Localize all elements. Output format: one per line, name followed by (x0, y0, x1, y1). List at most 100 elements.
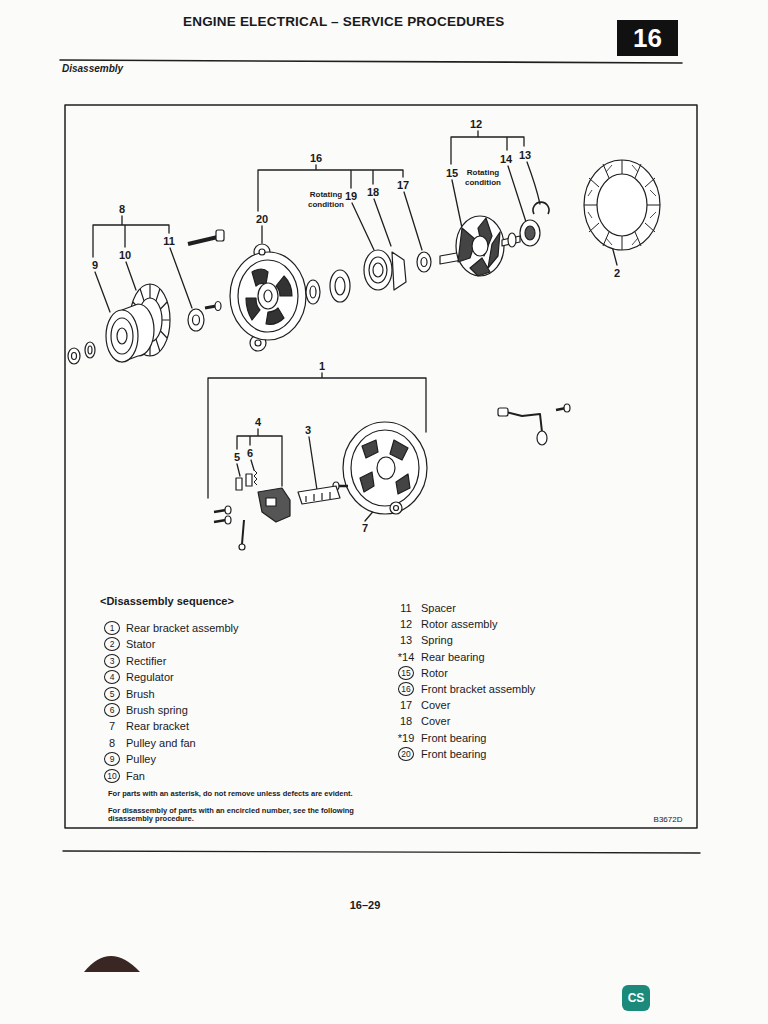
spacer (188, 309, 204, 331)
screw (205, 306, 216, 308)
rectifier (298, 486, 340, 504)
callout-number: 5 (234, 451, 240, 464)
screw (214, 510, 226, 522)
rear-bracket (343, 422, 427, 514)
callout-number: 19 (345, 190, 357, 203)
sequence-number: 10 (104, 769, 120, 783)
group-bracket (258, 165, 403, 211)
terminal (239, 544, 245, 550)
part-name: Front bracket assembly (421, 683, 535, 696)
nut (68, 348, 80, 364)
callout-number: 17 (397, 179, 409, 192)
section-tab: 16 (617, 20, 678, 56)
callout-number: 9 (92, 259, 98, 272)
cover (392, 252, 406, 290)
sequence-number: *19 (398, 731, 415, 744)
callout-number: 16 (310, 152, 322, 165)
leader-line (170, 248, 192, 308)
wire (506, 412, 542, 432)
part-name: Rear bracket assembly (126, 622, 239, 635)
regulator (258, 488, 290, 522)
rear-bracket-vents (360, 440, 410, 494)
callout-number: 8 (119, 203, 125, 216)
part-name: Rear bearing (421, 650, 485, 663)
part-name: Rotor (421, 666, 448, 679)
page-title: ENGINE ELECTRICAL – SERVICE PROCEDURES (183, 14, 504, 30)
connector (498, 408, 508, 416)
leader-line (261, 226, 262, 243)
front-bracket-ear (259, 249, 265, 255)
node-label: 16 (633, 23, 662, 54)
front-bracket (238, 260, 298, 332)
bolt-head (216, 230, 224, 241)
part-name: Brush (126, 687, 155, 700)
rear-bearing (520, 220, 540, 246)
callout-number: 6 (247, 447, 253, 460)
sequence-number: 16 (398, 682, 414, 696)
front-bracket-hub (264, 290, 272, 302)
leader-line (309, 437, 317, 490)
group-bracket (237, 429, 282, 486)
spring (533, 202, 549, 214)
part-name: Stator (126, 638, 155, 651)
sequence-number: 13 (400, 634, 412, 647)
sequence-number: 12 (400, 618, 412, 631)
seal (310, 286, 316, 298)
condition-note: Rotating condition (463, 168, 503, 187)
sequence-number: 9 (104, 752, 120, 766)
rear-bracket (351, 430, 419, 506)
callout-number: 20 (256, 213, 268, 226)
front-bracket (230, 252, 306, 340)
nut (72, 353, 77, 360)
leader-line (352, 203, 374, 250)
part-name: Spacer (421, 602, 456, 615)
leader-line (237, 464, 240, 476)
section-heading: Disassembly (62, 63, 123, 75)
part-name: Rear bracket (126, 720, 189, 733)
sequence-number: 6 (104, 703, 120, 717)
photo-shadow (84, 956, 140, 972)
leader-line (126, 262, 136, 290)
sequence-number: 5 (104, 687, 120, 701)
rear-bearing (525, 226, 535, 240)
callout-number: 14 (500, 153, 512, 166)
list-heading: <Disassembly sequence> (100, 595, 234, 608)
brush-spring (254, 470, 257, 485)
part-name: Rectifier (126, 654, 166, 667)
leader-line (527, 162, 540, 204)
front-bearing (369, 257, 387, 283)
slip-ring (508, 233, 516, 247)
front-bracket-ear (255, 340, 261, 346)
part-name: Brush spring (126, 704, 188, 717)
pulley-groove (111, 318, 133, 354)
rear-bracket-hub (377, 457, 395, 479)
figure-code: B3672D (654, 815, 683, 824)
rear-bracket-ear (390, 502, 402, 514)
callout-number: 3 (305, 424, 311, 437)
pulley-hub (117, 328, 127, 344)
sequence-number: 1 (104, 621, 120, 635)
part-name: Spring (421, 634, 453, 647)
rear-bracket-ear (394, 506, 399, 511)
rotor-core (472, 236, 488, 256)
front-bracket-windows (246, 269, 292, 324)
pulley (106, 310, 138, 362)
brush (236, 478, 242, 490)
callout-number: 7 (362, 522, 368, 535)
condition-note: Rotating condition (306, 190, 346, 209)
front-bearing (373, 263, 383, 277)
leader-line (374, 199, 391, 246)
sequence-number: 11 (400, 602, 411, 615)
brush (246, 474, 252, 486)
front-bracket-hub (258, 283, 278, 309)
page-number: 16–29 (350, 899, 381, 912)
figure-frame (65, 105, 697, 828)
callout-number: 18 (367, 186, 379, 199)
sequence-number: 17 (400, 699, 412, 712)
callout-number: 12 (470, 118, 482, 131)
sequence-number: 20 (398, 747, 414, 761)
part-name: Cover (421, 699, 450, 712)
note: For parts with an asterisk, do not remov… (108, 790, 378, 798)
cover (417, 252, 431, 272)
